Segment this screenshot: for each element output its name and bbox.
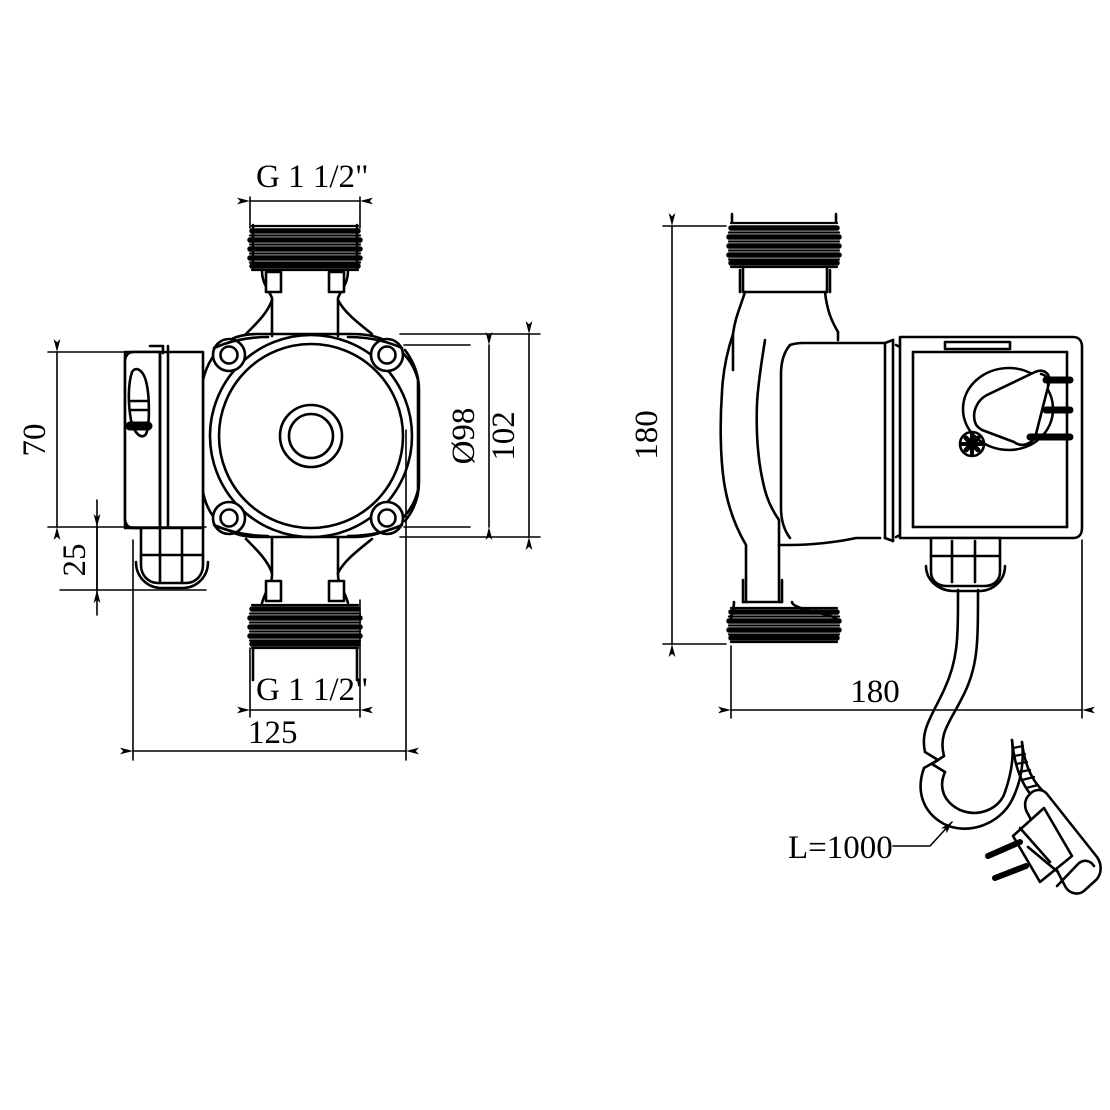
cable-gland <box>134 526 210 590</box>
power-cable <box>919 588 1024 830</box>
label-side-width-180: 180 <box>850 674 900 710</box>
phillips-screw <box>958 430 986 458</box>
side-view <box>662 212 1102 895</box>
side-view-dimensions <box>662 213 1095 847</box>
label-front-diameter-98: Ø98 <box>446 408 482 465</box>
circular-pump-housing <box>201 332 421 539</box>
side-cable-gland <box>924 536 1007 593</box>
pump-body <box>719 330 912 622</box>
threaded-outlet-port <box>244 535 374 682</box>
label-front-height-25: 25 <box>57 544 93 577</box>
side-threaded-inlet <box>726 212 842 372</box>
dimension-labels: G 1 1/2" G 1 1/2" 125 70 25 Ø98 102 180 … <box>17 159 900 866</box>
label-front-bottom-thread: G 1 1/2" <box>256 672 368 708</box>
label-cable-length: L=1000 <box>788 830 893 866</box>
control-box <box>898 335 1084 593</box>
front-view-dimensions <box>47 196 541 761</box>
label-front-height-102: 102 <box>486 411 522 461</box>
bolt-boss-group <box>211 337 405 536</box>
power-plug <box>985 738 1102 895</box>
label-front-height-70: 70 <box>17 424 53 457</box>
label-front-top-thread: G 1 1/2" <box>256 159 368 195</box>
front-view <box>47 196 541 761</box>
terminal-box <box>123 344 210 590</box>
label-front-width-125: 125 <box>248 715 298 751</box>
rotary-selector-knob <box>961 366 1055 452</box>
label-side-height-180: 180 <box>629 410 665 460</box>
threaded-inlet-port <box>244 223 374 338</box>
